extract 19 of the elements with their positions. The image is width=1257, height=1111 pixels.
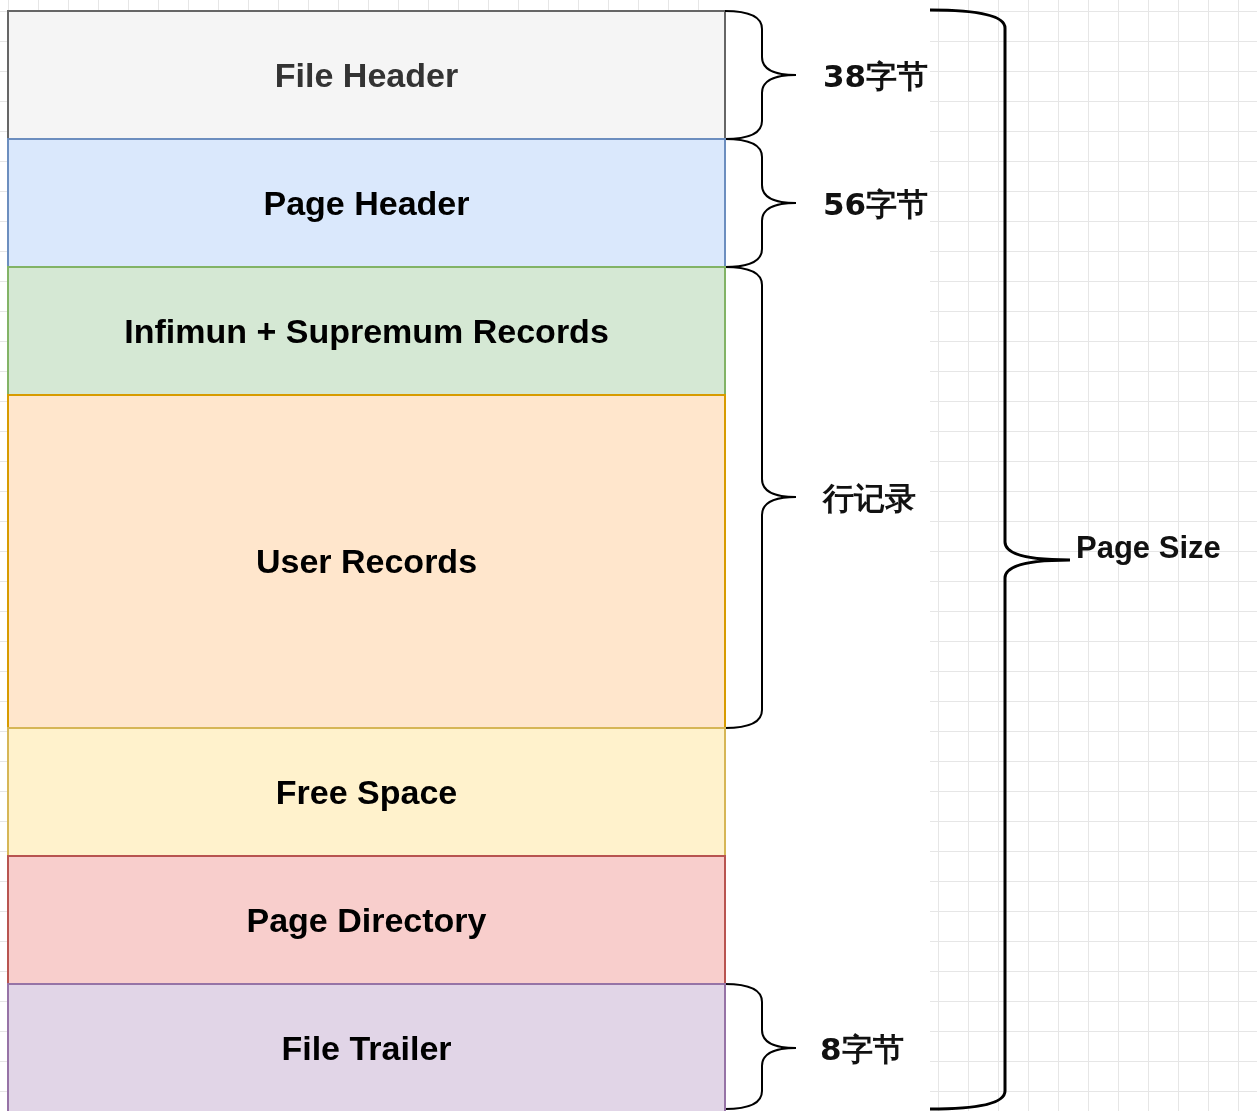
section-name: Free Space bbox=[275, 772, 458, 812]
section-name: Infimun + Supremum Records bbox=[124, 311, 609, 351]
page-section-band bbox=[7, 983, 726, 1111]
page-section-band bbox=[7, 855, 726, 985]
section-name: File Trailer bbox=[281, 1029, 452, 1068]
section-name: User Records bbox=[255, 542, 478, 581]
page-section-band bbox=[7, 727, 726, 857]
size-label: 行记录 bbox=[823, 479, 916, 518]
size-label: 38字节 bbox=[823, 57, 929, 96]
section-name: File Header bbox=[274, 55, 459, 95]
page-section-band bbox=[7, 10, 726, 140]
size-label: 56字节 bbox=[823, 185, 929, 224]
page-section-band bbox=[7, 138, 726, 268]
page-section-band bbox=[7, 394, 726, 729]
size-label: 8字节 bbox=[820, 1030, 904, 1069]
section-name: Page Directory bbox=[246, 900, 487, 940]
section-name: Page Header bbox=[263, 183, 470, 223]
page-section-band bbox=[7, 266, 726, 396]
total-size-label: Page Size bbox=[1076, 530, 1221, 566]
